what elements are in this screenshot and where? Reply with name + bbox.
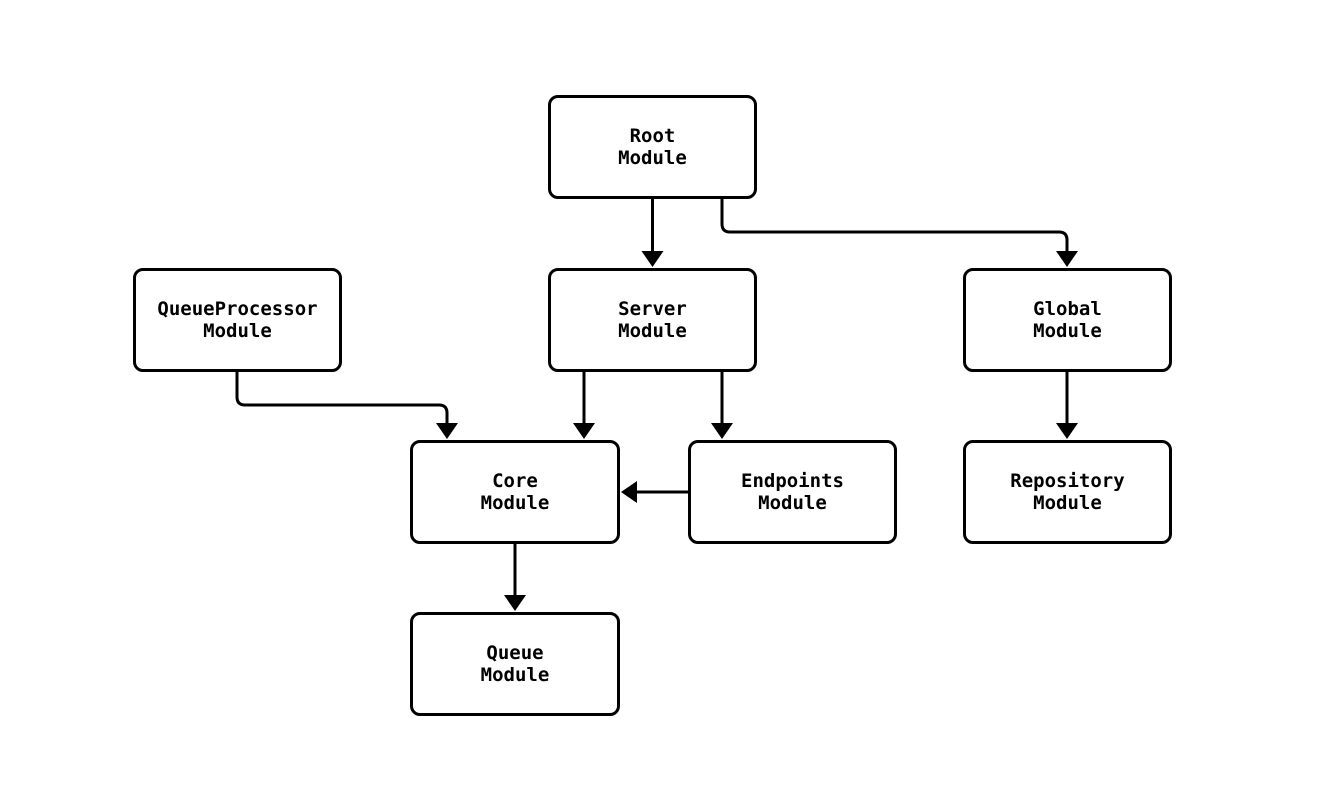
node-label: Core Module [480,470,550,514]
edge-global-module-to-repository-module [1056,372,1078,439]
node-root-module: Root Module [548,95,757,199]
node-core-module: Core Module [410,440,620,544]
node-repository-module: Repository Module [963,440,1172,544]
node-queue-module: Queue Module [410,612,620,716]
edge-line [720,199,1069,252]
node-label: QueueProcessor Module [157,298,318,342]
node-label: Endpoints Module [741,470,844,514]
edge-root-module-to-global-module [720,199,1078,267]
arrowhead [641,251,664,267]
edge-endpoints-module-to-core-module [621,481,688,503]
arrowhead [711,423,733,439]
arrowhead [573,423,595,439]
node-label: Queue Module [480,642,550,686]
node-label: Server Module [618,298,687,342]
node-label: Global Module [1033,298,1102,342]
node-server-module: Server Module [548,268,757,372]
arrowhead [436,423,458,439]
node-endpoints-module: Endpoints Module [688,440,897,544]
edge-queueprocessor-module-to-core-module [235,372,458,439]
node-label: Root Module [618,125,687,169]
edge-core-module-to-queue-module [504,544,526,611]
arrowhead [1056,423,1078,439]
arrowhead [621,481,637,503]
edge-server-module-to-endpoints-module [711,372,733,439]
node-queueprocessor-module: QueueProcessor Module [133,268,342,372]
edge-root-module-to-server-module [641,199,664,267]
node-label: Repository Module [1010,470,1125,514]
arrowhead [504,595,526,611]
edge-line [235,372,449,424]
edge-server-module-to-core-module [573,372,595,439]
node-global-module: Global Module [963,268,1172,372]
arrowhead [1056,251,1078,267]
